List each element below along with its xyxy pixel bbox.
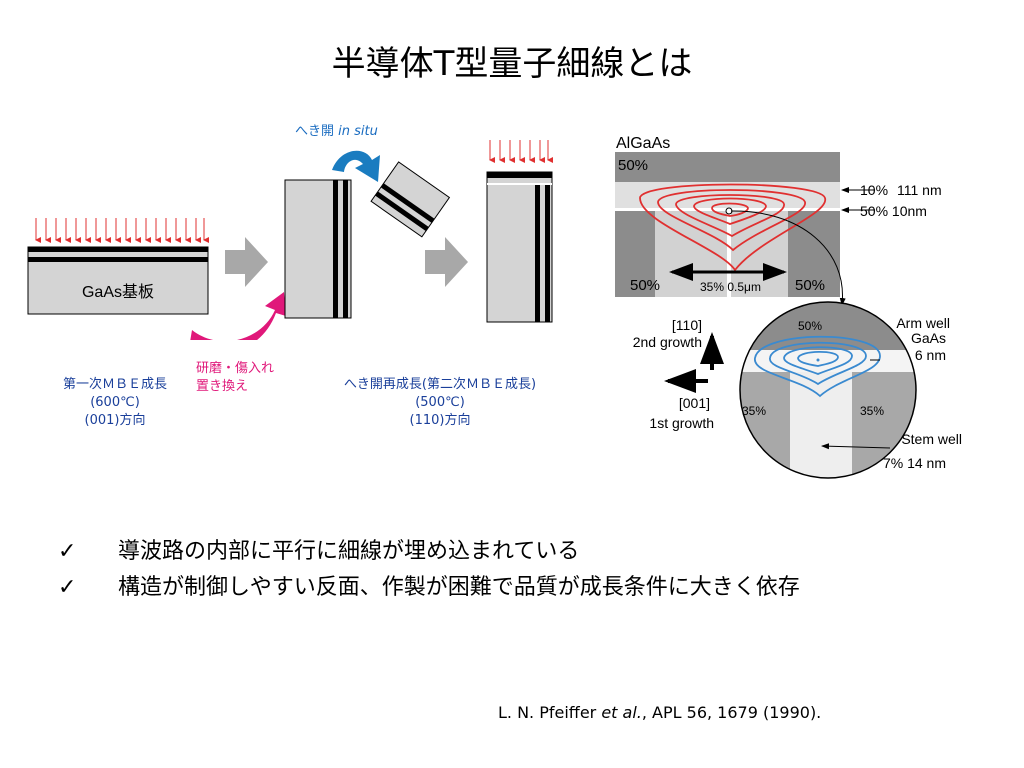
arm-gaas-label: GaAs: [911, 330, 946, 346]
gaas-substrate: [27, 246, 209, 315]
circle-top-pct: 50%: [798, 319, 822, 333]
ion-arrows-final: [489, 140, 553, 163]
circle-right-pct: 35%: [860, 404, 884, 418]
bullet-text: 導波路の内部に平行に細線が埋め込まれている: [118, 539, 580, 564]
cleave-label: へき開 in situ: [295, 124, 378, 139]
step2-label: へき開再成長(第二次ＭＢＥ成長) (500℃) (110)方向: [343, 377, 537, 428]
label-111nm: 111 nm: [897, 182, 942, 198]
step1-label: 第一次ＭＢＥ成長 (600℃) (001)方向: [62, 377, 167, 428]
substrate-label: GaAs基板: [82, 283, 154, 301]
polish-label: 研磨・傷入れ 置き換え: [196, 361, 275, 394]
bullet-list: ✓ 導波路の内部に平行に細線が埋め込まれている ✓ 構造が制御しやすい反面、作製…: [58, 534, 800, 606]
cleaved-piece: [370, 161, 451, 238]
stem-detail-label: 7% 14 nm: [883, 455, 946, 471]
page-title: 半導体T型量子細線とは: [331, 44, 693, 84]
t-wire-structure: AlGaAs 50% 10% 111 nm 50% 10nm 50% 50% 3…: [615, 135, 962, 479]
red-contours: [639, 183, 826, 272]
direction-arrows: [664, 332, 724, 393]
gray-arrow-1: [225, 237, 268, 287]
pct-top: 50%: [618, 157, 648, 174]
gray-arrow-2: [425, 237, 468, 287]
circle-left-pct: 35%: [742, 404, 766, 418]
check-icon: ✓: [58, 539, 77, 564]
bullet-text: 構造が制御しやすい反面、作製が困難で品質が成長条件に大きく依存: [118, 575, 800, 600]
pink-curved-arrow: [190, 292, 286, 340]
rotated-block: [284, 179, 352, 319]
stem-well-label: Stem well: [901, 431, 962, 447]
growth-2nd: 2nd growth: [633, 334, 702, 350]
zoom-circle: [740, 302, 916, 478]
zoom-pointer: [730, 210, 846, 306]
bullet-item: ✓ 構造が制御しやすい反面、作製が困難で品質が成長条件に大きく依存: [58, 570, 800, 606]
citation: L. N. Pfeiffer et al., APL 56, 1679 (199…: [498, 703, 822, 722]
bullet-item: ✓ 導波路の内部に平行に細線が埋め込まれている: [58, 534, 800, 570]
pct-right: 50%: [795, 277, 825, 294]
arm-thick-label: 6 nm: [915, 347, 946, 363]
growth-1st: 1st growth: [649, 415, 714, 431]
pct-left: 50%: [630, 277, 660, 294]
algaas-label: AlGaAs: [616, 135, 670, 152]
label-10pct: 10%: [860, 182, 888, 198]
process-diagram: GaAs基板: [27, 140, 553, 340]
scale-label: 35% 0.5μm: [700, 280, 761, 294]
ion-arrows-substrate: [35, 218, 209, 243]
label-50-10nm: 50% 10nm: [860, 203, 927, 219]
check-icon: ✓: [58, 575, 77, 600]
dir-001: [001]: [679, 395, 710, 411]
top-structure: [615, 152, 840, 297]
dir-110: [110]: [672, 317, 702, 333]
cleave-arrow: [332, 150, 380, 182]
final-block: [486, 171, 553, 323]
arm-well-label: Arm well: [896, 315, 950, 331]
